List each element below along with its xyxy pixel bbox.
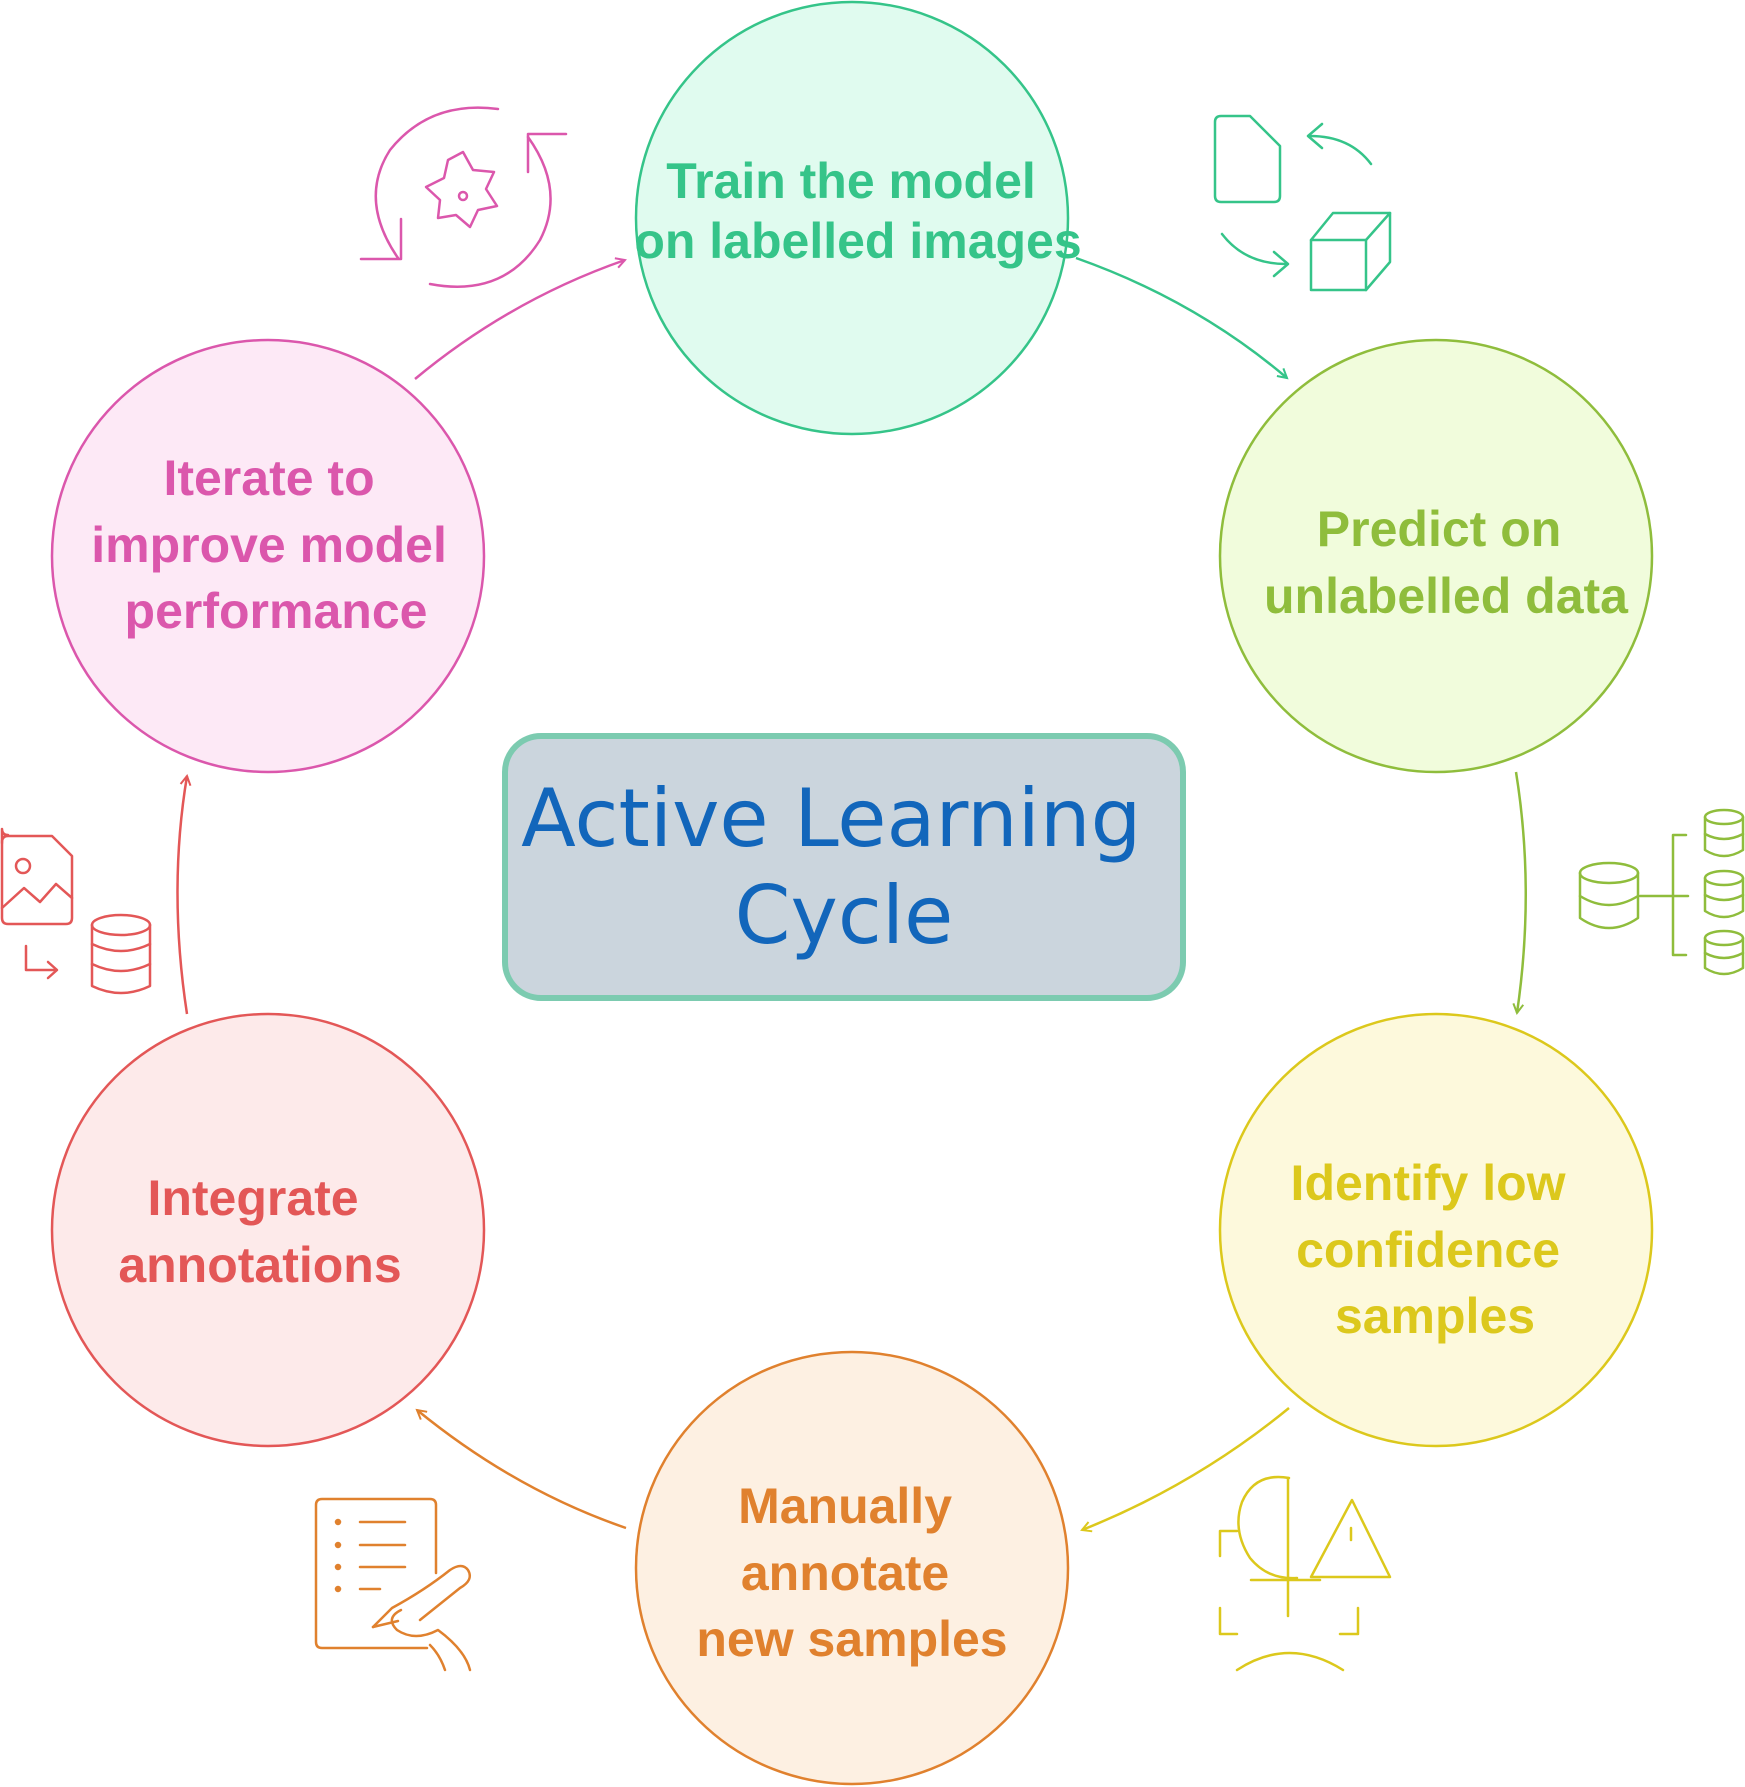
step-annotate-label-line-1: Manually bbox=[738, 1478, 952, 1534]
step-annotate-label-line-2: annotate bbox=[741, 1545, 949, 1601]
image-to-database-icon bbox=[0, 827, 152, 995]
step-iterate-label-line-3: performance bbox=[125, 583, 428, 639]
svg-text:Integrate annotations: Integrate annotations bbox=[118, 1170, 401, 1293]
step-iterate-circle bbox=[50, 338, 486, 774]
step-identify-label-line-3: samples bbox=[1335, 1288, 1535, 1344]
step-train-node[interactable]: Train the model on labelled images bbox=[634, 0, 1082, 436]
arrow-identify-to-annotate bbox=[1082, 1407, 1290, 1530]
arrow-train-to-predict bbox=[1075, 256, 1287, 378]
step-identify-node[interactable]: Identify low confidence samples bbox=[1218, 1012, 1654, 1448]
step-train-circle bbox=[634, 0, 1070, 436]
step-train-label-line-2: on labelled images bbox=[634, 213, 1081, 269]
step-identify-label-line-2: confidence bbox=[1296, 1222, 1560, 1278]
step-predict-label-line-2: unlabelled data bbox=[1264, 568, 1629, 624]
step-integrate-label-line-2: annotations bbox=[118, 1237, 401, 1293]
center-title-box: Active Learning Cycle bbox=[502, 733, 1186, 1001]
svg-text:Identify low confidence: Identify low confidence samples bbox=[1291, 1155, 1580, 1344]
step-annotate-node[interactable]: Manually annotate new samples bbox=[634, 1350, 1070, 1786]
database-branch-icon bbox=[1578, 808, 1745, 976]
arrow-integrate-to-iterate bbox=[176, 776, 188, 1015]
step-train-label-line-1: Train the model bbox=[666, 153, 1036, 209]
file-to-cube-transfer-icon bbox=[1213, 114, 1392, 292]
step-predict-circle bbox=[1218, 338, 1654, 774]
face-scan-warning-icon bbox=[1218, 1475, 1392, 1672]
svg-text:Manually annotate: Manually annotate new samples bbox=[696, 1478, 1007, 1667]
gear-refresh-cycle-icon bbox=[359, 106, 568, 288]
step-iterate-label-line-2: improve model bbox=[91, 517, 447, 573]
center-title-line-1: Active Learning bbox=[521, 772, 1141, 865]
center-title-line-2: Cycle bbox=[735, 869, 954, 962]
step-predict-label-line-1: Predict on bbox=[1317, 501, 1561, 557]
checklist-writing-hand-icon bbox=[314, 1497, 472, 1672]
step-iterate-node[interactable]: Iterate to improve model performance bbox=[50, 338, 486, 774]
arrow-predict-to-identify bbox=[1516, 771, 1527, 1013]
arrow-iterate-to-train bbox=[414, 260, 625, 380]
step-annotate-label-line-3: new samples bbox=[696, 1611, 1007, 1667]
arrow-annotate-to-integrate bbox=[417, 1410, 627, 1530]
step-identify-label-line-1: Identify low bbox=[1291, 1155, 1566, 1211]
step-integrate-node[interactable]: Integrate annotations bbox=[50, 1012, 486, 1448]
step-integrate-label-line-1: Integrate bbox=[147, 1170, 358, 1226]
step-iterate-label-line-1: Iterate to bbox=[163, 450, 374, 506]
svg-text:Iterate to improve model: Iterate to improve model performance bbox=[91, 450, 461, 639]
step-annotate-circle bbox=[634, 1350, 1070, 1786]
step-identify-circle bbox=[1218, 1012, 1654, 1448]
step-integrate-circle bbox=[50, 1012, 486, 1448]
svg-text:Train the model on label: Train the model on labelled images bbox=[634, 153, 1081, 269]
svg-text:Active Learning Cycle: Active Learning Cycle bbox=[521, 772, 1167, 962]
svg-text:Predict on unlabelled da: Predict on unlabelled data bbox=[1264, 501, 1629, 624]
step-predict-node[interactable]: Predict on unlabelled data bbox=[1218, 338, 1654, 774]
center-box-shape bbox=[502, 733, 1186, 1001]
